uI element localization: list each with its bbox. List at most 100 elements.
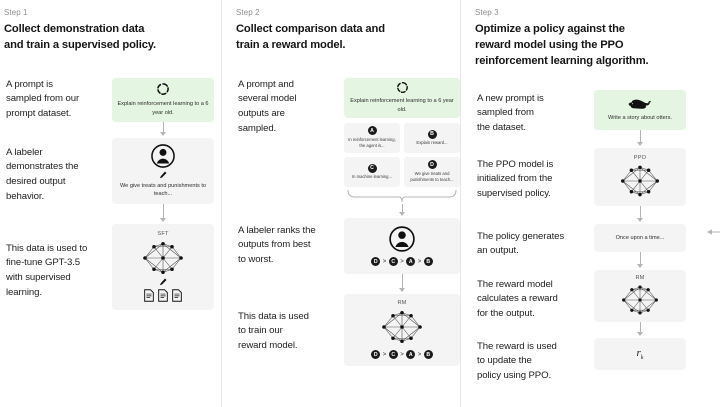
- step-2-label: Step 2: [236, 8, 260, 17]
- output-text-b: Explain reward...: [416, 140, 448, 146]
- step-1-title: Collect demonstration data and train a s…: [4, 23, 156, 51]
- policy-output-text: Once upon a time...: [615, 234, 665, 241]
- reward-model-card-step2: RM: [344, 293, 460, 366]
- rank-badge-1: D: [371, 257, 381, 267]
- reward-value-card: rk: [594, 337, 686, 370]
- model-output-a: A In reinforcement learning, the agent i…: [344, 122, 400, 153]
- step-1-flow-sft: SFT: [112, 223, 214, 310]
- step-3-label: Step 3: [475, 8, 499, 17]
- step-3-flow-rm: RM: [594, 269, 686, 336]
- arrow-down: [635, 251, 645, 268]
- step-3-row-reward: The reward is used to update the policy …: [475, 337, 720, 384]
- rank-separator: >: [417, 258, 422, 265]
- output-text-d: We give treats and punishments to teach.…: [410, 170, 454, 183]
- ppo-card-label: PPO: [633, 154, 647, 161]
- rm-card-label-step2: RM: [397, 300, 407, 307]
- rank-separator: >: [382, 351, 387, 358]
- reward-symbol: rk: [636, 346, 644, 361]
- step-3-caption-1: A new prompt is sampled from the dataset…: [477, 92, 544, 133]
- step-2-caption-1: A prompt and several model outputs are s…: [238, 78, 297, 134]
- neural-network-icon: [617, 163, 663, 199]
- rank-separator: >: [417, 351, 422, 358]
- sft-model-card: SFT: [112, 223, 214, 310]
- arrow-down: [158, 203, 168, 222]
- rank-badge-3: A: [406, 257, 416, 267]
- model-output-b: B Explain reward...: [404, 122, 460, 153]
- neural-network-icon: [378, 308, 426, 346]
- rank-separator: >: [382, 258, 387, 265]
- step-1-flow-labeler: We give treats and punishments to teach.…: [112, 137, 214, 222]
- step-3-caption-4: The reward model calculates a reward for…: [477, 278, 558, 319]
- prompt-card-step2: Explain reinforcement learning to a 6 ye…: [344, 77, 460, 118]
- prompt-card-step1: Explain reinforcement learning to a 6 ye…: [112, 77, 214, 122]
- step-3-caption-3: The policy generates an output.: [477, 230, 565, 257]
- rm-card-label-step3: RM: [635, 274, 645, 281]
- step-2-flow-sample: Explain reinforcement learning to a 6 ye…: [344, 77, 460, 216]
- labeler-card-step1: We give treats and punishments to teach.…: [112, 137, 214, 204]
- reward-model-card-step3: RM: [594, 269, 686, 322]
- step-2-caption-3: This data is used to train our reward mo…: [238, 310, 309, 351]
- step-1-caption-1: A prompt is sampled from our prompt data…: [6, 78, 80, 119]
- step-3-title: Optimize a policy against the reward mod…: [475, 23, 649, 67]
- arrow-down: [158, 121, 168, 136]
- labeler-rank-card: D > C > A > B: [344, 217, 460, 274]
- arrow-down: [397, 273, 407, 292]
- output-badge-a: A: [367, 126, 377, 136]
- neural-network-icon: [618, 283, 662, 317]
- rm-rank-badge-4: B: [423, 350, 433, 360]
- step-2-title: Collect comparison data and train a rewa…: [236, 23, 385, 51]
- pen-icon: [158, 170, 168, 180]
- step-3-caption-2: The PPO model is initialized from the su…: [477, 158, 554, 199]
- prompt-card-step1-text: Explain reinforcement learning to a 6 ye…: [117, 101, 209, 116]
- step-1-column: Step 1 Collect demonstration data and tr…: [0, 0, 221, 407]
- documents-icon: [143, 289, 183, 303]
- step-3-flow-reward: rk: [594, 337, 686, 370]
- step-3-row-output: The policy generates an output. Once upo…: [475, 223, 720, 268]
- ppo-model-card: PPO: [594, 147, 686, 206]
- neural-network-icon: [139, 239, 187, 277]
- rm-rank-badge-2: C: [388, 350, 398, 360]
- step-1-flow-prompt: Explain reinforcement learning to a 6 ye…: [112, 77, 214, 136]
- step-3-body: A new prompt is sampled from the dataset…: [475, 89, 720, 384]
- step-3-column: Step 3 Optimize a policy against the rew…: [460, 0, 720, 407]
- person-icon: [150, 143, 176, 169]
- prompt-card-step3-text: Write a story about otters.: [608, 115, 672, 122]
- policy-output-card: Once upon a time...: [594, 223, 686, 252]
- rm-rank-badge-3: A: [406, 350, 416, 360]
- step-3-row-prompt: A new prompt is sampled from the dataset…: [475, 89, 720, 146]
- step-3-row-rm: The reward model calculates a reward for…: [475, 269, 720, 336]
- sft-card-label: SFT: [157, 231, 169, 238]
- output-text-c: In machine learning...: [351, 174, 393, 180]
- labeler-card-step1-text: We give treats and punishments to teach.…: [119, 182, 207, 198]
- step-2-body: A prompt and several model outputs are s…: [236, 77, 460, 366]
- output-text-a: In reinforcement learning, the agent is.…: [348, 136, 396, 149]
- step-1-caption-3: This data is used to fine-tune GPT-3.5 w…: [6, 242, 88, 298]
- dashed-circle-icon: [156, 82, 170, 96]
- step-2-column: Step 2 Collect comparison data and train…: [221, 0, 460, 407]
- model-outputs-grid: A In reinforcement learning, the agent i…: [344, 122, 460, 187]
- step-1-body: A prompt is sampled from our prompt data…: [4, 77, 221, 310]
- step-3-flow-ppo: PPO: [594, 147, 686, 222]
- brace-connector: [344, 188, 460, 204]
- arrow-down: [635, 321, 645, 336]
- output-badge-b: B: [427, 129, 437, 139]
- step-2-row-rm: This data is used to train our reward mo…: [236, 293, 460, 366]
- model-output-d: D We give treats and punishments to teac…: [404, 156, 460, 187]
- step-3-row-ppo: The PPO model is initialized from the su…: [475, 147, 720, 222]
- step-3-flow-output: Once upon a time...: [594, 223, 686, 268]
- step-3-caption-5: The reward is used to update the policy …: [477, 340, 557, 381]
- prompt-card-step2-text: Explain reinforcement learning to a 6 ye…: [350, 98, 454, 113]
- rank-badge-2: C: [388, 257, 398, 267]
- ranking-row-rm: D > C > A > B: [371, 350, 433, 360]
- step-2-flow-rm: RM: [344, 293, 460, 366]
- arrow-down: [635, 205, 645, 222]
- arrow-down: [635, 129, 645, 146]
- rank-badge-4: B: [423, 257, 433, 267]
- arrow-down: [397, 203, 407, 216]
- rm-rank-badge-1: D: [371, 350, 381, 360]
- step-2-row-sample: A prompt and several model outputs are s…: [236, 77, 460, 216]
- pen-icon: [158, 277, 168, 287]
- rank-separator: >: [400, 351, 404, 358]
- step-1-label: Step 1: [4, 8, 28, 17]
